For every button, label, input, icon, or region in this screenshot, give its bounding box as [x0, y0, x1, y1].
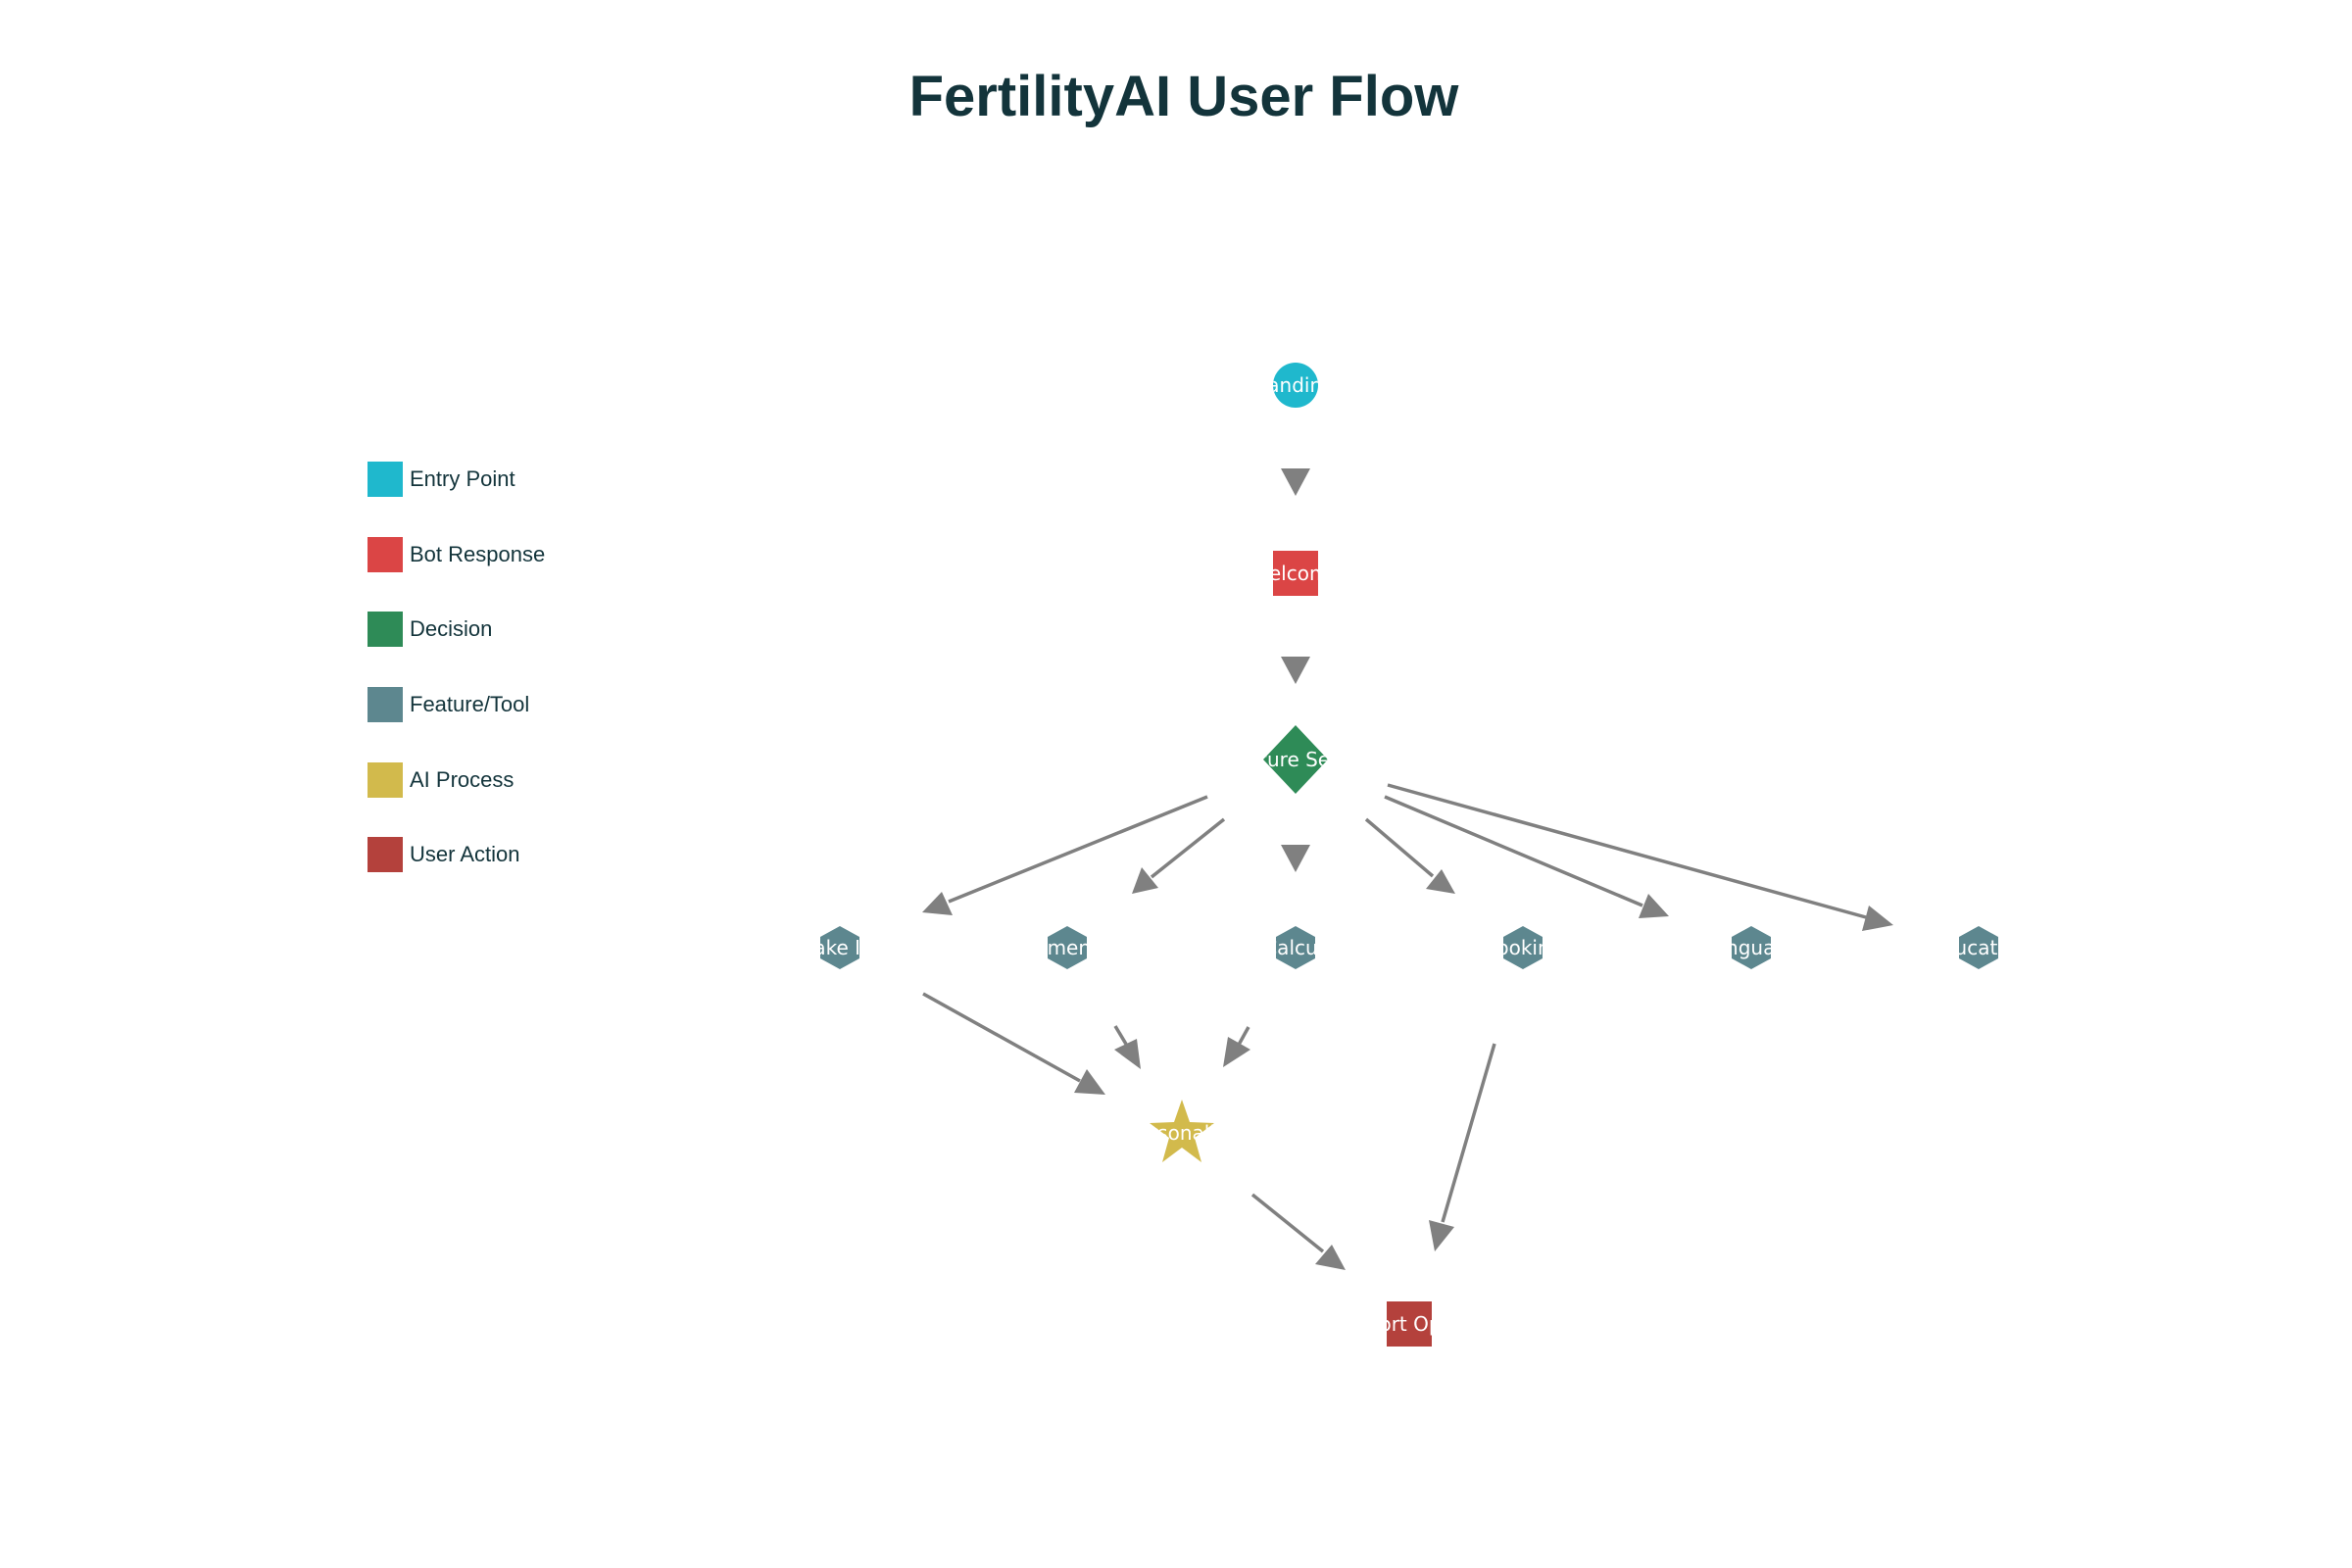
node-support-options[interactable]: Support Options — [1330, 1301, 1490, 1347]
legend-label: Entry Point — [410, 466, 515, 491]
node-treatment[interactable]: Treatment — [998, 926, 1099, 969]
arrow-welcome-to-feature — [1281, 657, 1310, 684]
edge-treatment-to-personal — [1113, 1025, 1141, 1069]
node-label: Welcome — [1250, 562, 1340, 585]
legend-label: Bot Response — [410, 542, 545, 566]
legend: Entry Point Bot Response Decision Featur… — [368, 462, 545, 872]
edge-personal-to-support — [1250, 1193, 1346, 1270]
node-shape — [1150, 1100, 1214, 1162]
node-shape — [1732, 926, 1771, 969]
edge-feature-to-intake — [922, 795, 1208, 915]
legend-label: Feature/Tool — [410, 692, 529, 716]
legend-item-feature-tool: Feature/Tool — [368, 687, 529, 722]
node-shape — [1263, 725, 1328, 794]
legend-item-bot-response: Bot Response — [368, 537, 545, 572]
legend-label: AI Process — [410, 767, 514, 792]
node-shape — [1276, 926, 1315, 969]
node-label: Landing — [1256, 373, 1335, 397]
edge-calc-to-personal — [1223, 1026, 1250, 1067]
node-label: Calculator — [1263, 936, 1363, 959]
node-shape — [1959, 926, 1998, 969]
legend-swatch — [368, 687, 403, 722]
node-label: Language — [1703, 936, 1800, 959]
arrow-landing-to-welcome — [1281, 468, 1310, 496]
node-intake[interactable]: Intake Info — [788, 926, 892, 969]
edge-feature-to-treatment — [1132, 817, 1226, 894]
node-shape — [1503, 926, 1543, 969]
node-label: Support Options — [1330, 1312, 1490, 1336]
node-shape — [1273, 363, 1318, 408]
legend-swatch — [368, 612, 403, 647]
node-language[interactable]: Language — [1703, 926, 1800, 969]
node-label: Personalize — [1126, 1121, 1237, 1145]
node-feature-select[interactable]: Feature Select — [1225, 725, 1366, 794]
node-calculator[interactable]: Calculator — [1263, 926, 1363, 969]
edge-intake-to-personal — [922, 992, 1105, 1095]
arrow-feature-to-calc — [1281, 845, 1310, 872]
node-landing[interactable]: Landing — [1256, 363, 1335, 408]
edge-feature-to-education — [1387, 783, 1893, 931]
node-shape — [1387, 1301, 1432, 1347]
node-shape — [1048, 926, 1087, 969]
node-label: Treatment — [998, 936, 1099, 959]
node-welcome[interactable]: Welcome — [1250, 551, 1340, 596]
node-label: Intake Info — [788, 936, 892, 959]
legend-swatch — [368, 462, 403, 497]
legend-label: Decision — [410, 616, 492, 641]
node-booking[interactable]: Booking — [1484, 926, 1563, 969]
node-label: Booking — [1484, 936, 1563, 959]
node-label: Feature Select — [1225, 748, 1366, 771]
node-label: Education — [1930, 936, 2028, 959]
legend-label: User Action — [410, 842, 520, 866]
legend-item-user-action: User Action — [368, 837, 520, 872]
edge-feature-to-language — [1384, 795, 1669, 918]
node-personalize[interactable]: Personalize — [1126, 1100, 1237, 1162]
diagram-title: FertilityAI User Flow — [909, 65, 1460, 128]
edge-booking-to-support — [1429, 1043, 1496, 1251]
node-education[interactable]: Education — [1930, 926, 2028, 969]
node-shape — [820, 926, 859, 969]
edges — [922, 468, 1893, 1270]
legend-swatch — [368, 537, 403, 572]
legend-swatch — [368, 837, 403, 872]
legend-item-ai-process: AI Process — [368, 762, 514, 798]
legend-item-entry-point: Entry Point — [368, 462, 515, 497]
edge-feature-to-booking — [1364, 817, 1455, 894]
legend-item-decision: Decision — [368, 612, 492, 647]
node-shape — [1273, 551, 1318, 596]
legend-swatch — [368, 762, 403, 798]
